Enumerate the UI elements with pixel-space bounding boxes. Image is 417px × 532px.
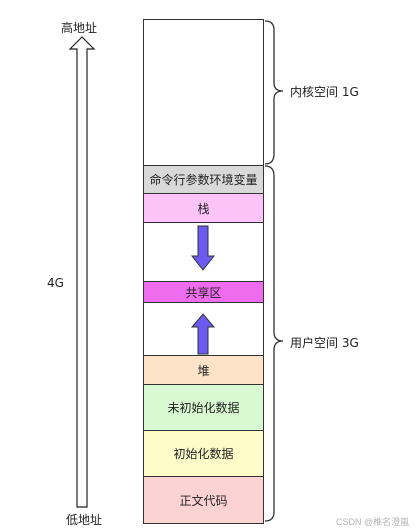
user-brace: [264, 165, 284, 522]
kernel-space-label: 内核空间 1G: [290, 85, 359, 99]
memory-layout: [143, 19, 264, 524]
cmdline-env-label: 命令行参数环境变量: [149, 173, 258, 187]
shared-segment: 共享区: [144, 282, 263, 303]
text-label: 正文代码: [179, 493, 228, 508]
kernel-brace: [264, 20, 284, 165]
stack-down-arrow: [190, 225, 216, 271]
data-segment: 初始化数据: [144, 431, 263, 477]
text-segment: 正文代码: [144, 477, 263, 523]
low-address-label: 低地址: [66, 513, 103, 527]
bss-label: 未初始化数据: [167, 401, 240, 415]
bss-segment: 未初始化数据: [144, 385, 263, 431]
stack-label: 栈: [197, 201, 210, 216]
heap-segment: 堆: [144, 356, 263, 385]
watermark: CSDN @椎名澄嵐: [336, 517, 410, 527]
size-label: 4G: [47, 276, 64, 290]
cmdline-env-segment: 命令行参数环境变量: [144, 166, 263, 194]
kernel-space-segment: [144, 20, 263, 166]
shared-label: 共享区: [185, 285, 222, 300]
heap-label: 堆: [197, 363, 210, 378]
data-label: 初始化数据: [173, 447, 234, 461]
user-space-label: 用户空间 3G: [290, 336, 359, 350]
high-address-label: 高地址: [61, 21, 98, 35]
stack-segment: 栈: [144, 194, 263, 223]
heap-up-arrow: [190, 313, 216, 355]
